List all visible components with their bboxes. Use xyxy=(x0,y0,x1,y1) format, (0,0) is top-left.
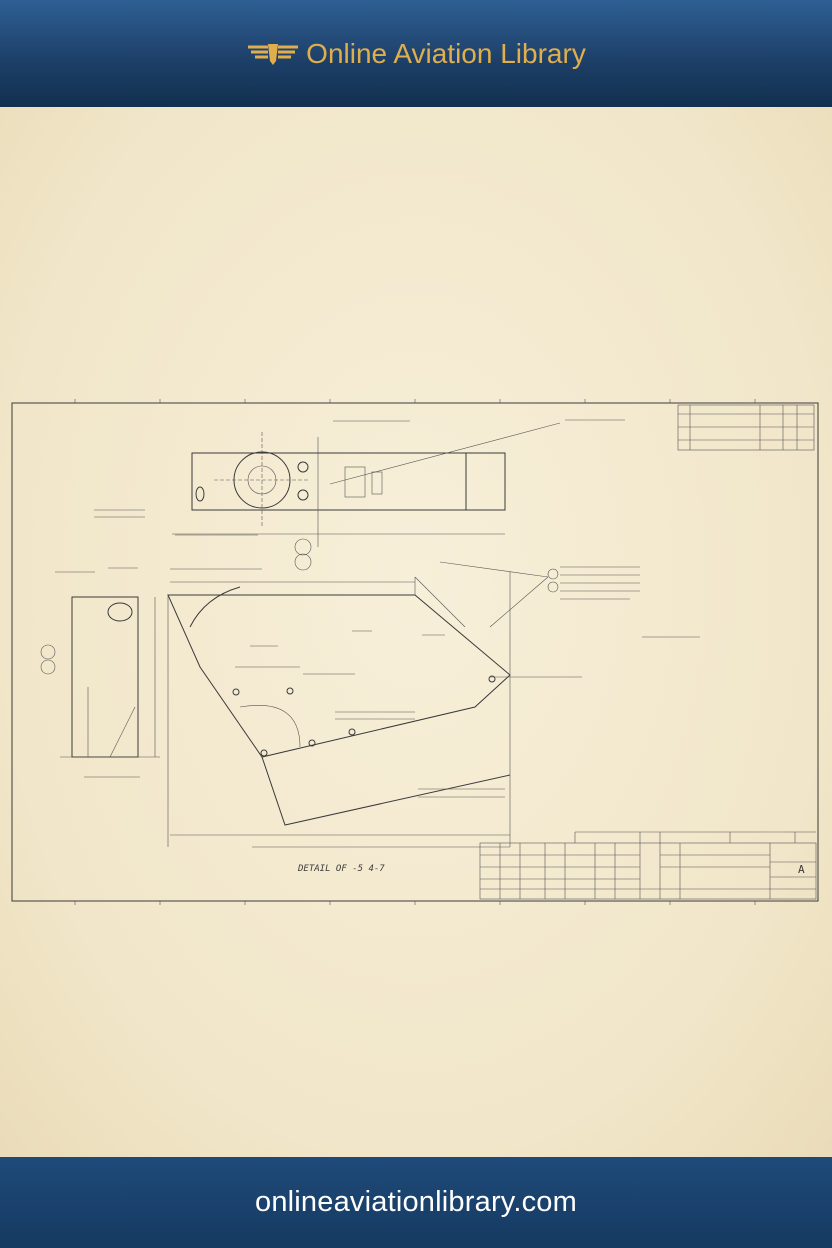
border-ticks xyxy=(74,399,756,905)
drawing-border xyxy=(11,402,819,902)
site-url-link[interactable]: onlineaviationlibrary.com xyxy=(254,1186,577,1218)
site-logo[interactable]: Online Aviation Library xyxy=(246,38,586,70)
dimension-marks xyxy=(55,419,700,798)
main-detail-view xyxy=(167,561,582,848)
drawing-caption: DETAIL OF -5 4-7 xyxy=(297,864,385,874)
site-header: Online Aviation Library xyxy=(0,0,832,107)
bracket-top-view xyxy=(172,422,561,571)
revision-block xyxy=(677,404,815,451)
engineering-drawing: DETAIL OF -5 4-7 A xyxy=(11,399,819,905)
title-block xyxy=(479,831,817,900)
site-footer: onlineaviationlibrary.com xyxy=(0,1157,832,1248)
bracket-side-view xyxy=(40,596,160,758)
blueprint-sheet: DETAIL OF -5 4-7 A xyxy=(0,107,832,1157)
site-name: Online Aviation Library xyxy=(306,37,586,69)
revision-letter: A xyxy=(798,863,805,876)
winged-emblem-icon xyxy=(248,43,299,65)
